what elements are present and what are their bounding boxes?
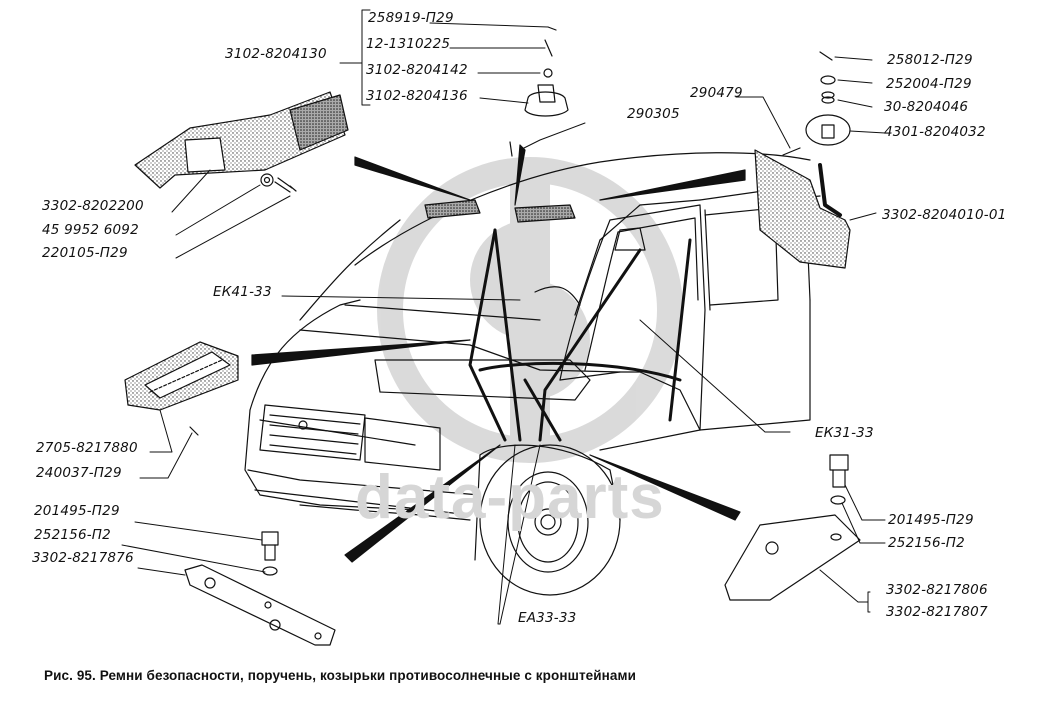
left-visor-on-van: [424, 199, 481, 219]
label-right-visor-part-2: 252004-П29: [886, 76, 972, 92]
label-left-handle-part-2: 45 9952 6092: [42, 222, 139, 238]
label-grab-handle: 2705-8217880: [36, 440, 138, 456]
label-left-bolt: 201495-П29: [34, 503, 120, 519]
washer: [260, 173, 274, 187]
label-front-belt: ЕК41-33: [213, 284, 272, 300]
figure-caption: Рис. 95. Ремни безопасности, поручень, к…: [44, 668, 637, 683]
label-grab-handle-screw: 240037-П29: [36, 465, 122, 481]
seat-belts: [468, 228, 692, 442]
right-sun-visor: [754, 51, 851, 269]
label-rear-belt: ЕК31-33: [815, 425, 874, 441]
label-visor-bracket: 290479: [690, 85, 743, 101]
label-left-handle-part-3: 220105-П29: [42, 245, 128, 261]
visor-mount-parts: [509, 26, 569, 157]
label-left-bracket: 3302-8217876: [32, 550, 134, 566]
label-top-group-2: 12-1310225: [366, 36, 451, 52]
label-right-visor: 3302-8204010-01: [882, 207, 1007, 223]
screw: [274, 177, 297, 193]
grab-handle: [124, 341, 239, 436]
label-right-washer: 252156-П2: [888, 535, 965, 551]
left-bracket: [184, 531, 336, 646]
label-visor-pin: 290305: [627, 106, 680, 122]
label-right-bracket-2: 3302-8217807: [886, 604, 988, 620]
label-left-handle-part-1: 3302-8202200: [42, 198, 144, 214]
label-top-group-3: 3102-8204142: [366, 62, 468, 78]
label-right-bolt: 201495-П29: [888, 512, 974, 528]
label-center-belt: ЕА33-33: [518, 610, 577, 626]
center-visor-on-van: [514, 204, 576, 223]
label-top-group-parent: 3102-8204130: [225, 46, 327, 62]
pointer-wedges: [251, 144, 746, 563]
right-bracket: [724, 454, 861, 601]
label-top-group-4: 3102-8204136: [366, 88, 468, 104]
label-right-visor-part-1: 258012-П29: [887, 52, 973, 68]
label-right-bracket-1: 3302-8217806: [886, 582, 988, 598]
watermark-text: data-parts: [355, 463, 665, 532]
label-right-visor-part-4: 4301-8204032: [884, 124, 986, 140]
label-right-visor-part-3: 30-8204046: [884, 99, 969, 115]
leader-lines: [121, 9, 886, 625]
label-left-washer: 252156-П2: [34, 527, 111, 543]
sun-visor-left-handle: [134, 91, 349, 189]
label-top-group-1: 258919-П29: [368, 10, 454, 26]
